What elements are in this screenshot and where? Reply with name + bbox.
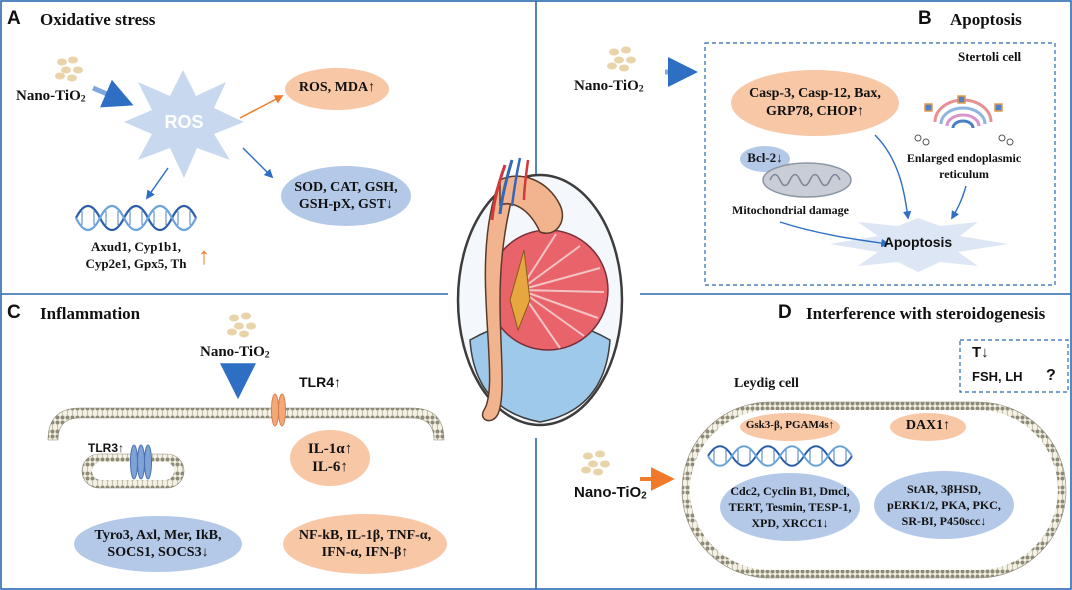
nano-particles-b [607,46,636,72]
dax1-bubble [890,413,966,441]
nano-label-c: Nano-TiO2 [200,344,270,361]
steroid-text: StAR, 3βHSD, pERK1/2, PKA, PKC, SR-BI, P… [887,482,1001,528]
ros-mda-text: ROS, MDA↑ [298,80,376,95]
mitochondrion [762,162,852,198]
ros-label: ROS [164,112,204,132]
gene-list: Axud1, Cyp1b1, Cyp2e1, Gpx5, Th [85,239,187,271]
casp-bubble [731,70,899,136]
bcl2-bubble [740,146,790,172]
t-hormone: T↓ [972,344,989,361]
tlr3-receptor [130,444,152,480]
panel-d-letter: D [778,302,792,323]
question-mark: ? [1046,367,1056,384]
nano-particles-d [581,450,610,476]
apoptosis-star [830,218,1008,272]
plasma-membrane [47,407,445,441]
panel-b-letter: B [918,8,932,29]
panel-a-letter: A [7,8,21,29]
bcl2-text: Bcl-2↓ [747,150,783,165]
steroid-bubble [874,471,1014,539]
il-text: IL-1α↑ IL-6↑ [307,441,353,475]
panel-a-title: Oxidative stress [40,10,156,29]
gene-up-arrow: ↑ [198,244,210,270]
tlr4-label: TLR4↑ [299,374,341,390]
apoptosis-label: Apoptosis [883,234,953,250]
gsk-text: Gsk3-β, PGAM4s↑ [745,419,835,431]
cytokine-bubble [283,514,447,574]
sertoli-cell-box [704,42,1056,286]
arrow-er-to-apoptosis [951,185,967,220]
ros-mda-bubble [285,68,389,110]
tlr3-label: TLR3↑ [88,441,124,455]
cell-cycle-bubble [720,473,860,541]
arrow-mito-to-apoptosis [779,221,890,248]
testis-illustration [456,157,624,427]
arrow-nano-to-ros [92,79,134,108]
antioxidant-bubble [281,166,411,226]
receptor-bubble [74,516,242,572]
arrow-casp-to-apoptosis [874,134,912,220]
tlr4-receptor [271,393,286,427]
arrow-ros-to-genes [145,167,169,200]
ros-star [124,70,244,178]
panel-c-title: Inflammation [40,304,141,323]
nano-particles-a [55,56,83,82]
gsk-bubble [740,413,840,441]
antioxidant-text: SOD, CAT, GSH, GSH-pX, GST↓ [294,180,398,212]
panel-c-letter: C [7,302,21,323]
receptor-text: Tyro3, Axl, Mer, IkB, SOCS1, SOCS3↓ [94,528,222,560]
panel-b-title: Apoptosis [950,10,1022,29]
il-bubble [290,430,370,486]
fsh-lh: FSH, LH [972,369,1023,384]
nano-label-a: Nano-TiO2 [16,88,86,105]
leydig-cell-label: Leydig cell [734,376,799,391]
nano-particles-c [227,312,256,338]
nano-label-d: Nano-TiO2 [574,484,647,502]
cytokine-text: NF-kB, IL-1β, TNF-α, IFN-α, IFN-β↑ [298,528,432,560]
dax1-text: DAX1↑ [905,418,951,433]
dna-helix-a [75,204,197,232]
cell-cycle-text: Cdc2, Cyclin B1, Dmcl, TERT, Tesmin, TES… [728,484,852,530]
panel-d-title: Interference with steroidogenesis [806,304,1046,323]
sertoli-cell-label: Stertoli cell [958,49,1022,64]
arrow-ros-to-antioxidant [242,147,274,179]
er-graphic [914,95,1014,146]
hormone-box [959,339,1069,393]
casp-text: Casp-3, Casp-12, Bax, GRP78, CHOP↑ [749,86,881,119]
dna-helix-d [707,445,853,467]
mito-label: Mitochondrial damage [732,203,849,217]
arrow-ros-to-rosmda [239,95,284,119]
er-label: Enlarged endoplasmic reticulum [906,151,1022,181]
nano-label-b: Nano-TiO2 [574,78,644,95]
